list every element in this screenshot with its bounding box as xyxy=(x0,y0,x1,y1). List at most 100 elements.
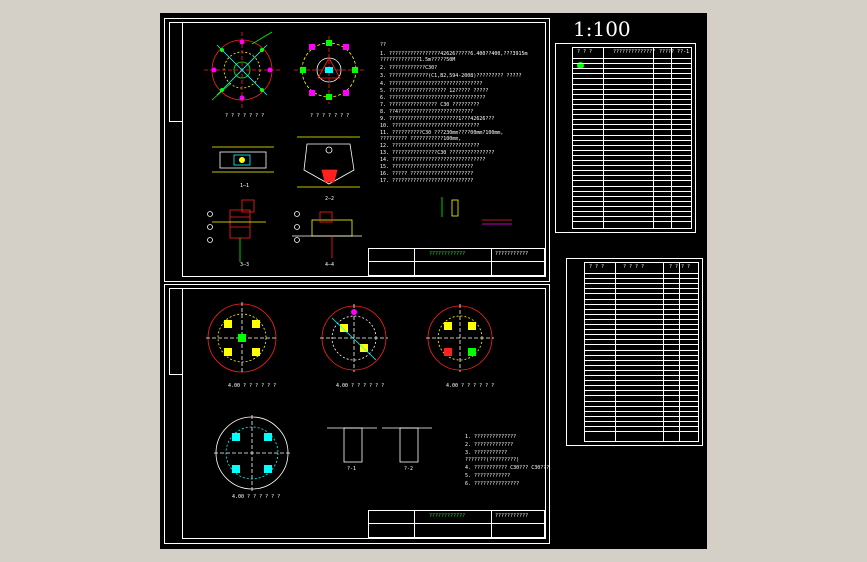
plan-caption: 4.00 ? ? ? ? ? ? xyxy=(446,383,495,389)
schedule-row-line xyxy=(585,303,698,305)
note-line: 5. ??????????????????? 12????? ????? xyxy=(380,88,489,94)
column-detail-1 xyxy=(327,427,377,463)
schedule-row-line xyxy=(585,415,698,417)
schedule-row-line xyxy=(573,98,691,100)
schedule-row-line xyxy=(585,400,698,402)
schedule-row-line xyxy=(585,318,698,320)
schedule-row-line xyxy=(573,144,691,146)
schedule-row-line xyxy=(585,385,698,387)
schedule-row-line xyxy=(585,298,698,300)
schedule-row-line xyxy=(573,180,691,182)
schedule-row-line xyxy=(573,109,691,110)
schedule-row-line xyxy=(585,395,698,397)
detail-label: ?-2 xyxy=(404,466,414,472)
schedule-row-line xyxy=(585,369,698,371)
sheet-2-inner-frame xyxy=(182,288,546,539)
schedule-row-line xyxy=(585,313,698,315)
schedule-table-2: ? ? ? ? ? ? ? ? ? ? ? xyxy=(584,262,699,442)
schedule-header-mid: ?????????????? xyxy=(613,49,656,55)
schedule-row-line xyxy=(585,273,698,274)
schedule-row-line xyxy=(585,329,698,331)
schedule-row-line xyxy=(585,278,698,280)
schedule-row-line xyxy=(573,139,691,141)
schedule-row-line xyxy=(585,431,698,433)
schedule-row-line xyxy=(585,334,698,336)
note-line: 2. ????????????C30? xyxy=(380,65,438,71)
cap-elevation-left xyxy=(212,146,274,173)
sheet-1-inner-frame xyxy=(182,22,546,277)
pile-plan-circle-left xyxy=(204,31,280,108)
note-line: 5. ???????????? xyxy=(465,473,511,479)
section-label: 3—3 xyxy=(240,262,250,268)
schedule-header-left: ? ? ? xyxy=(577,49,593,55)
note-line: 4. ??????????????????????????????? xyxy=(380,81,483,87)
schedule-row-line xyxy=(573,134,691,136)
schedule-row-line xyxy=(585,410,698,412)
note-line: 6. ???????????????????????????????? xyxy=(380,95,486,101)
note-line: 12. ????????????????????????????? xyxy=(380,143,480,149)
sheet-2-binding-strip xyxy=(169,288,183,375)
schedule-header-left: ? ? ? xyxy=(589,264,605,270)
schedule-row-line xyxy=(585,308,698,310)
schedule-row-line xyxy=(573,114,691,116)
note-line: 4. ??????????? C30??? C30??? xyxy=(465,465,550,471)
schedule-row-line xyxy=(585,426,698,427)
plan-caption: 4.00 ? ? ? ? ? ? xyxy=(228,383,277,389)
section-label: 2—2 xyxy=(325,196,335,202)
section-label: 1—1 xyxy=(240,183,250,189)
note-line: 14. ??????????????????????????????? xyxy=(380,157,486,163)
section-detail-left xyxy=(207,199,266,262)
schedule-row-line xyxy=(585,293,698,295)
schedule-sheet-1[interactable] xyxy=(555,43,696,233)
schedule-row-line xyxy=(573,124,691,126)
scale-label: 1:100 xyxy=(573,17,631,41)
section-detail-right xyxy=(292,211,362,258)
note-line: ???????(?????????) xyxy=(465,457,520,463)
title-block-company: ???????????? xyxy=(429,251,466,257)
note-line: 13. ???????????????C30 ??????????????? xyxy=(380,150,495,156)
title-block-drawing: ??????????? xyxy=(495,513,529,519)
note-line: ????????? ???????????100mm, xyxy=(380,136,462,142)
note-line: 3. ?????????????(C1,B2,594-2008)????????… xyxy=(380,73,522,79)
schedule-row-line xyxy=(573,211,691,212)
schedule-row-line xyxy=(585,420,698,422)
schedule-row-line xyxy=(573,93,691,95)
note-line: 1. ?????????????????42626?????6.400??400… xyxy=(380,51,528,57)
schedule-sheet-2[interactable] xyxy=(566,258,703,446)
note-line: 8. ??4????????????????????????? xyxy=(380,109,474,115)
schedule-row-line xyxy=(585,405,698,407)
note-line: 15. ??????????????????????????? xyxy=(380,164,474,170)
plan-caption-right: ? ? ? ? ? ? ? xyxy=(310,113,350,119)
sheet-2-title-block: ???????????? ??????????? xyxy=(368,510,545,538)
drawing-sheet-1[interactable] xyxy=(164,18,550,282)
schedule-row-line xyxy=(573,200,691,202)
schedule-row-line xyxy=(573,154,691,156)
status-dot-icon xyxy=(577,62,584,69)
pile-plan-circle-right xyxy=(294,36,364,104)
schedule-row-line xyxy=(585,283,698,285)
schedule-row-line xyxy=(585,390,698,392)
schedule-header-right: ????? ??-1 xyxy=(659,49,690,55)
schedule-row-line xyxy=(585,344,698,346)
sheet-1-drawings xyxy=(204,31,512,262)
schedule-row-line xyxy=(585,349,698,351)
schedule-row-line xyxy=(573,129,691,131)
sheet-1-binding-strip xyxy=(169,22,183,122)
schedule-row-line xyxy=(585,288,698,290)
small-detail xyxy=(441,197,512,225)
sheet-2-drawings xyxy=(206,302,494,491)
title-block-drawing: ??????????? xyxy=(495,251,529,257)
sheet-1-title-block: ???????????? ??????????? xyxy=(368,248,545,276)
schedule-row-line xyxy=(585,339,698,341)
pile-plan-2 xyxy=(320,304,388,372)
schedule-row-line xyxy=(573,221,691,223)
schedule-row-line xyxy=(585,380,698,382)
schedule-row-line xyxy=(585,359,698,361)
cap-elevation-right xyxy=(297,136,360,188)
schedule-row-line xyxy=(573,205,691,207)
schedule-row-line xyxy=(573,63,691,65)
schedule-row-line xyxy=(585,324,698,325)
drawing-sheet-2[interactable] xyxy=(164,284,550,544)
plan-caption: 4.00 ? ? ? ? ? ? xyxy=(232,494,281,500)
schedule-row-line xyxy=(573,149,691,151)
